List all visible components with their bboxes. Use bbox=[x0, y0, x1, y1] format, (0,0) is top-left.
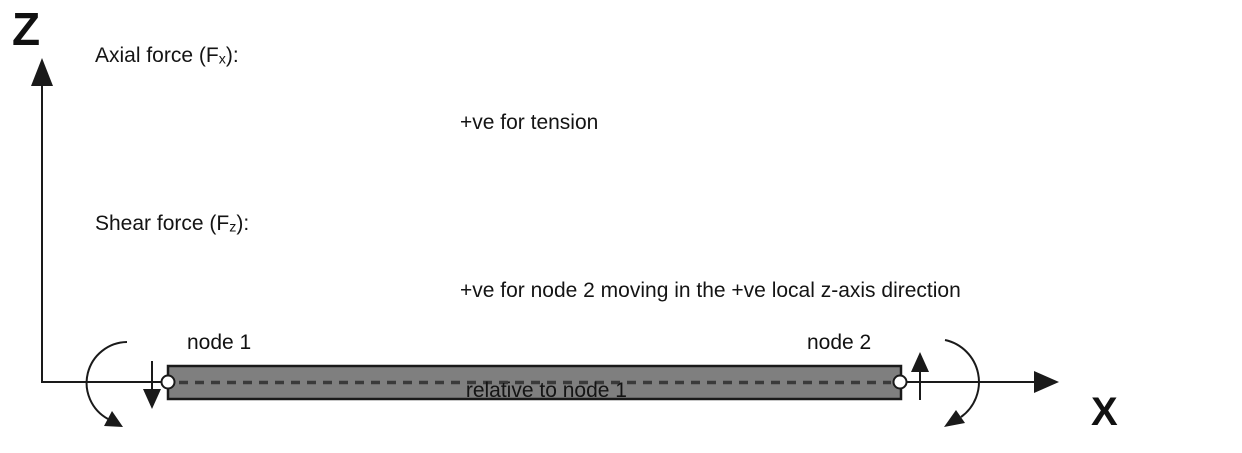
definition-line: +ve for tension bbox=[460, 111, 599, 134]
shear-arrow-node1-down bbox=[143, 361, 161, 409]
shear-arrow-node1-head-icon bbox=[143, 389, 161, 409]
torsion-arc-node2-path bbox=[944, 339, 980, 418]
shear-arrow-node2-head-icon bbox=[911, 352, 929, 372]
torsion-arc-node2-cw bbox=[944, 339, 980, 427]
z-axis bbox=[31, 58, 53, 382]
z-axis-arrowhead-icon bbox=[31, 58, 53, 86]
sign-conventions-table: Axial force (Fx): +ve for tension Shear … bbox=[95, 39, 1012, 453]
torsion-arc-node1-head-icon bbox=[104, 411, 123, 427]
torsion-arc-node1-acw bbox=[85, 341, 128, 427]
beam-element bbox=[166, 364, 903, 401]
definition-line: relative to node 1 bbox=[460, 379, 627, 402]
node-1-label: node 1 bbox=[187, 331, 252, 354]
convention-definition-axial-force: +ve for tension bbox=[460, 39, 1012, 207]
convention-term-axial-force: Axial force (Fx): bbox=[95, 39, 460, 207]
term-text: ): bbox=[225, 44, 239, 67]
node-2-label: node 2 bbox=[807, 331, 872, 354]
term-text: Shear force (F bbox=[95, 211, 230, 235]
shear-arrow-node2-up bbox=[911, 352, 929, 400]
torsion-arc-node1-path bbox=[85, 341, 128, 420]
x-axis-arrowhead-icon bbox=[1034, 371, 1059, 393]
term-subscript: z bbox=[229, 219, 237, 236]
x-axis bbox=[41, 371, 1059, 393]
convention-definition-shear-force: +ve for node 2 moving in the +ve local z… bbox=[460, 207, 1012, 453]
x-axis-label: X bbox=[1091, 390, 1118, 434]
term-text: Axial force (F bbox=[95, 44, 219, 67]
node-1-marker bbox=[160, 374, 176, 390]
torsion-arc-node2-head-icon bbox=[944, 410, 965, 427]
z-axis-label: Z bbox=[12, 3, 41, 55]
convention-term-shear-force: Shear force (Fz): bbox=[95, 207, 460, 453]
definition-line: +ve for node 2 moving in the +ve local z… bbox=[460, 278, 961, 302]
term-subscript: x bbox=[218, 51, 226, 68]
term-text: ): bbox=[236, 211, 250, 235]
node-2-marker bbox=[892, 374, 908, 390]
